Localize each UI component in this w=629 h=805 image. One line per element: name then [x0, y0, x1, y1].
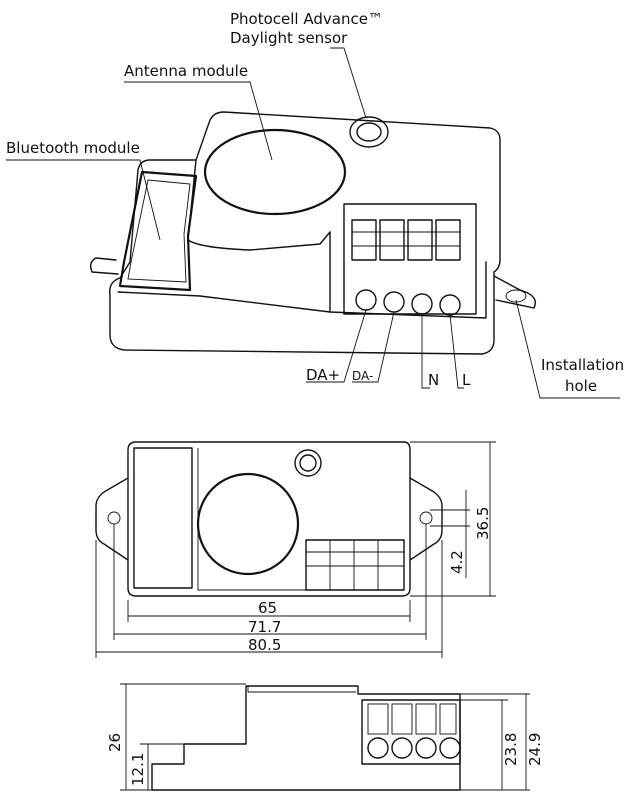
side-view-screw-2 [391, 737, 413, 759]
terminal-screw-da-minus [383, 291, 405, 313]
top-view-inner-edge [197, 448, 404, 591]
top-view-left-ear [95, 477, 129, 561]
terminal-screw-n [411, 293, 433, 315]
antenna-label: Antenna module [124, 62, 248, 80]
photocell-leader [330, 47, 367, 119]
side-view: 26 12.1 23.8 24.9 [106, 683, 544, 791]
bottom-edge [117, 291, 331, 313]
top-view-right-hole [419, 511, 433, 525]
top-view-bluetooth-module [133, 447, 193, 589]
top-view-antenna-disc [196, 472, 300, 576]
top-view-terminal-block [305, 539, 405, 591]
installation-label-line2: hole [565, 377, 597, 395]
dim-height-12-1: 12.1 [129, 753, 147, 786]
dim-width-80-5: 80.5 [248, 636, 281, 654]
dim-width-71-7: 71.7 [248, 618, 281, 636]
n-leader [421, 314, 430, 389]
photocell-sensor-outer [349, 116, 389, 148]
side-view-screw-1 [367, 737, 389, 759]
side-view-screw-4 [439, 737, 461, 759]
side-view-terminal-block [361, 699, 461, 765]
bluetooth-module-shape [118, 170, 198, 292]
dim-width-65: 65 [258, 599, 277, 617]
installation-hole-shape [505, 289, 527, 303]
terminal-screw-da-plus [355, 289, 377, 311]
photocell-sensor-inner [356, 122, 382, 142]
da-minus-leader [352, 311, 395, 383]
bluetooth-leader [6, 159, 161, 241]
photocell-label-line1: Photocell Advance™ [230, 10, 383, 28]
terminal-label-l: L [462, 371, 471, 389]
antenna-leader [124, 81, 273, 161]
top-view-dimensions [95, 441, 496, 658]
top-view-photocell [294, 449, 322, 477]
da-plus-leader [306, 309, 367, 383]
top-view-outline [127, 441, 411, 597]
terminal-label-n: N [428, 371, 439, 389]
dim-height-26: 26 [106, 733, 124, 752]
side-view-outline [151, 685, 461, 791]
bluetooth-label: Bluetooth module [6, 139, 140, 157]
side-view-screw-3 [415, 737, 437, 759]
terminal-block [343, 203, 477, 316]
side-view-dimensions [120, 683, 530, 791]
terminal-slot-4 [435, 219, 461, 261]
dim-hole-4-2: 4.2 [448, 550, 466, 574]
housing-outline [109, 111, 501, 355]
installation-label-line1: Installation [541, 356, 624, 374]
top-view: 36.5 4.2 65 71.7 80.5 [95, 441, 496, 658]
dim-height-23-8: 23.8 [502, 733, 520, 766]
top-view-left-hole [107, 511, 121, 525]
terminal-screw-l [439, 294, 461, 316]
terminal-slot-1 [351, 219, 377, 261]
terminal-label-da-minus: DA- [352, 369, 373, 383]
terminal-slot-2 [379, 219, 405, 261]
left-mounting-ear [89, 257, 119, 275]
dim-height-24-9: 24.9 [526, 733, 544, 766]
front-face [329, 231, 487, 319]
side-view-top-cap [247, 686, 356, 693]
installation-leader [515, 299, 620, 399]
terminal-label-da-plus: DA+ [306, 366, 340, 384]
right-mounting-ear [493, 275, 537, 309]
isometric-view: Photocell Advance™ Daylight sensor Anten… [6, 10, 624, 399]
photocell-label-line2: Daylight sensor [230, 29, 348, 47]
top-face-edge [187, 159, 331, 251]
dim-height-36-5: 36.5 [474, 507, 492, 540]
top-view-photocell-inner [299, 454, 317, 472]
bluetooth-module-inner [127, 179, 191, 283]
terminal-slot-3 [407, 219, 433, 261]
l-leader [449, 314, 464, 389]
antenna-disc [203, 128, 347, 216]
terminal-block-body [343, 203, 477, 315]
top-view-right-ear [409, 477, 443, 561]
